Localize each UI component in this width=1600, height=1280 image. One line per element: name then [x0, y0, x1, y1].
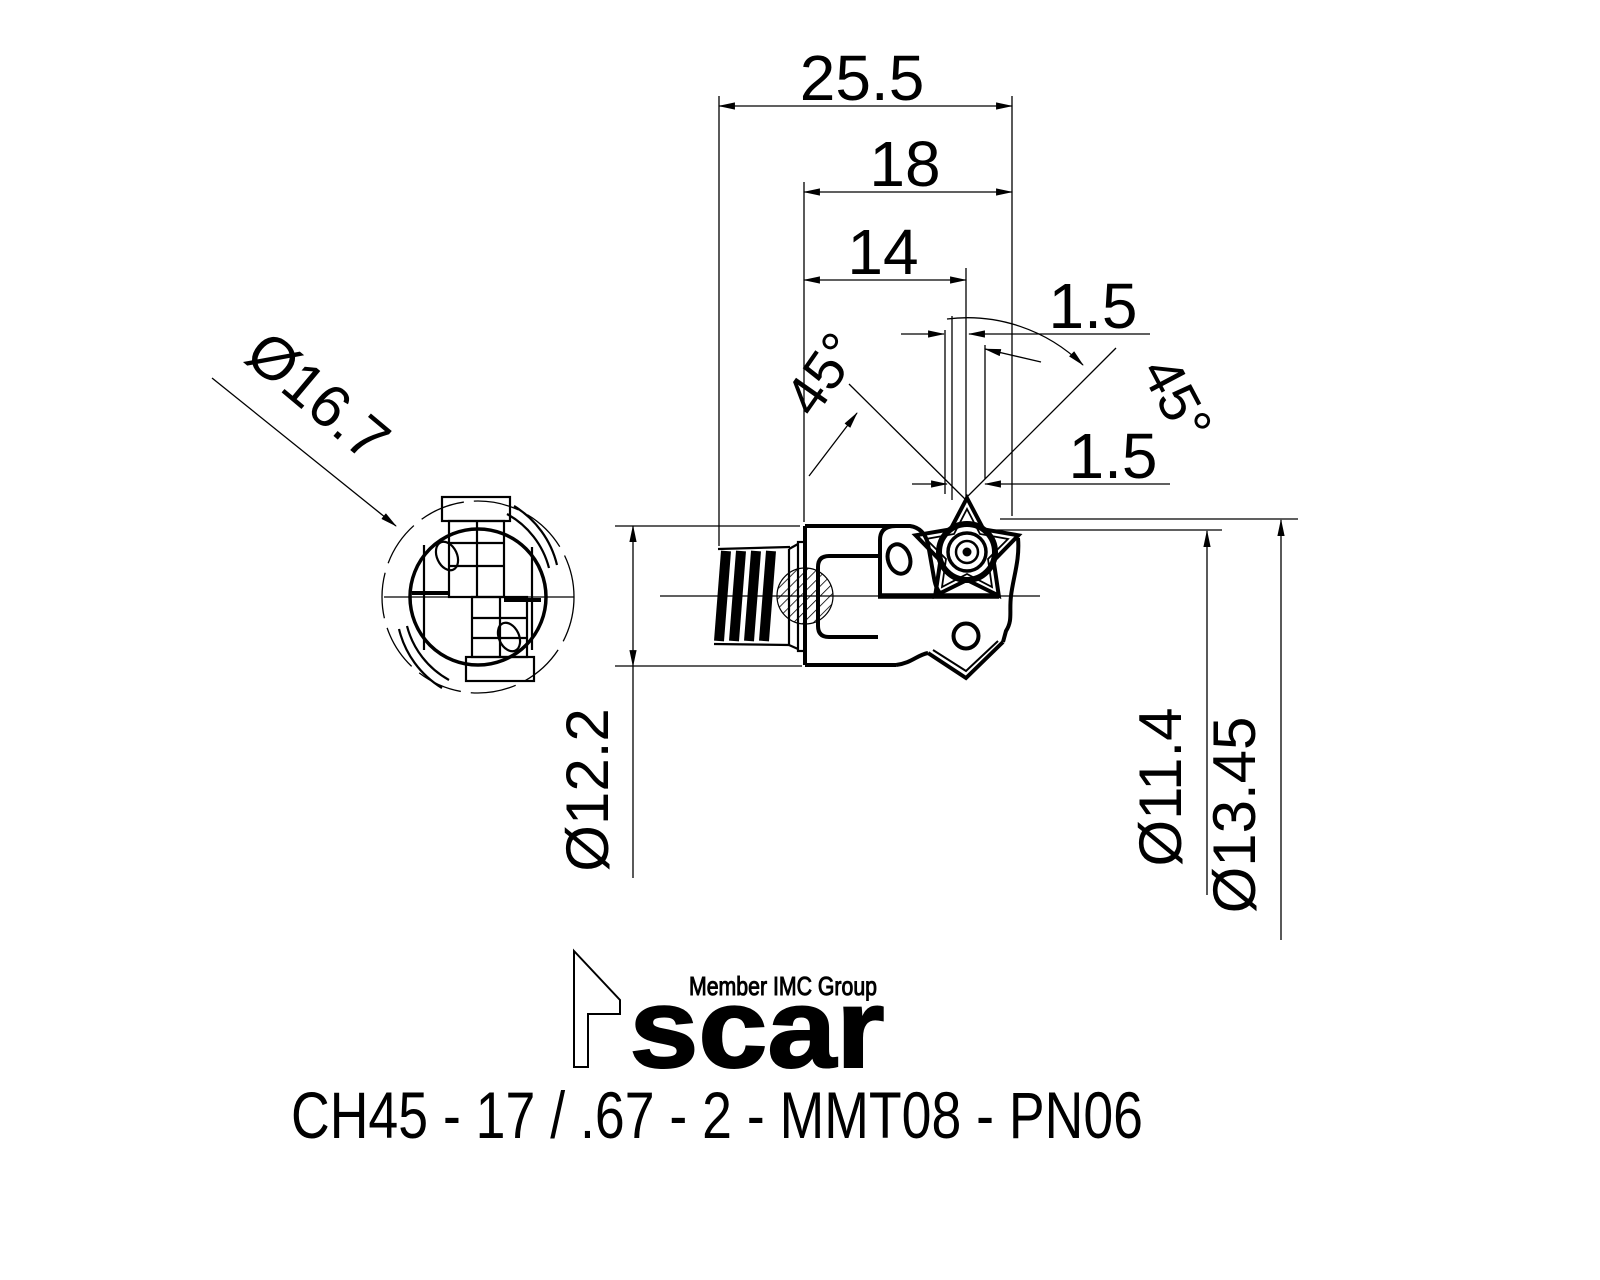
- insert-screw-center: [962, 547, 972, 557]
- side-view: [660, 493, 1040, 681]
- logo-tagline: Member IMC Group: [689, 971, 877, 1001]
- iscar-logo: Member IMC Group scar: [573, 948, 886, 1092]
- front-screw-hole-top: [434, 540, 460, 572]
- dim-overall-length: 25.5: [717, 42, 1014, 546]
- head-length-label: 18: [869, 128, 940, 200]
- overall-length-label: 25.5: [800, 42, 925, 114]
- tip-extension-lines: [944, 316, 986, 500]
- thread-shank: [713, 545, 791, 647]
- center-distance-label: 14: [847, 216, 918, 288]
- front-pocket-edges: [412, 545, 541, 650]
- dim-shank-dia: Ø12.2: [554, 524, 802, 878]
- offset-top-label: 1.5: [1049, 270, 1138, 342]
- offset-bottom-label: 1.5: [1069, 420, 1158, 492]
- insert-screw-ring: [936, 521, 998, 583]
- dim-offset-bottom: 1.5: [912, 420, 1170, 492]
- logo-brand-text: scar: [630, 966, 885, 1091]
- shank-dia-label: Ø12.2: [554, 708, 621, 871]
- logo-i-slash: [573, 948, 621, 1068]
- dim-inner-dia: Ø11.4: [988, 529, 1222, 895]
- max-dia-label: Ø13.45: [1201, 717, 1268, 914]
- front-screw-hole-bottom: [496, 621, 522, 653]
- dim-center-distance: 14: [802, 216, 968, 498]
- dim-offset-top: 1.5: [901, 270, 1150, 342]
- front-view: [381, 495, 575, 694]
- front-gullet-arcs: [397, 505, 559, 689]
- section-detail-circle: [776, 567, 834, 625]
- star-insert: [911, 493, 1023, 600]
- bottom-insert-hole: [951, 621, 981, 651]
- dim-max-dia: Ø13.45: [1000, 518, 1298, 940]
- part-number: CH45 - 17 / .67 - 2 - MMT08 - PN06: [291, 1078, 1143, 1152]
- bottom-insert: [895, 537, 1021, 681]
- dim-head-length: 18: [802, 128, 1014, 522]
- inner-dia-label: Ø11.4: [1127, 708, 1194, 867]
